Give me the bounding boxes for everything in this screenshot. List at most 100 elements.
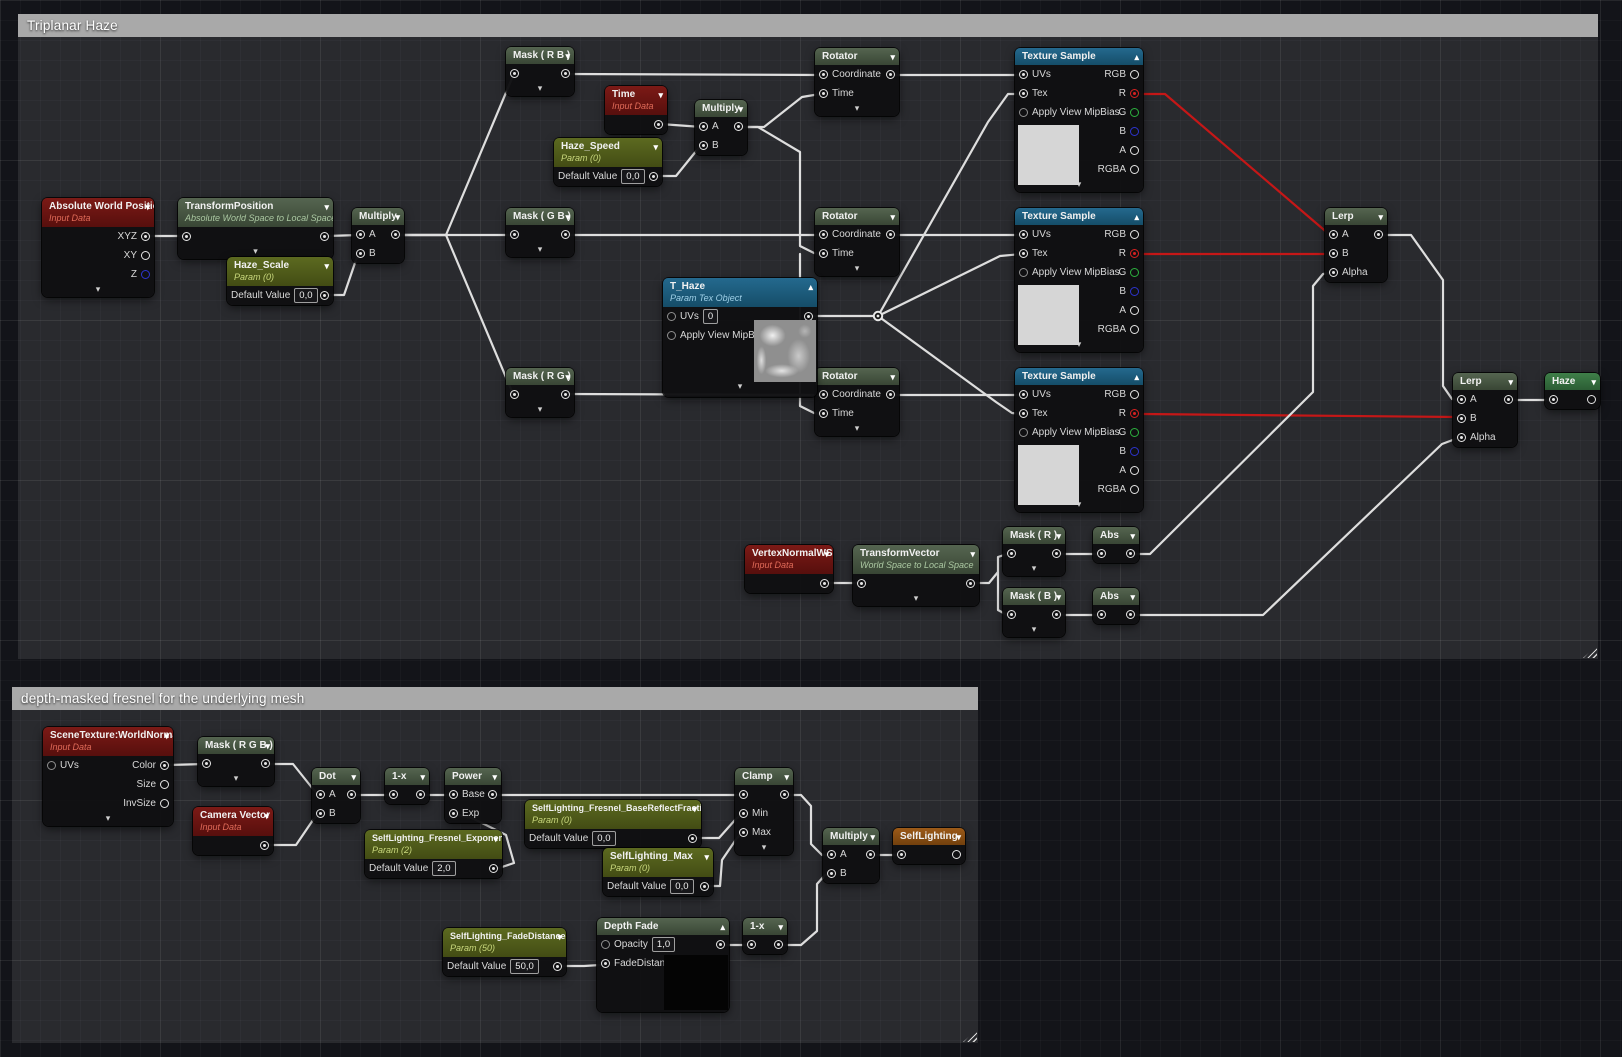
pin[interactable] xyxy=(561,390,570,399)
texture-sample-1-header[interactable]: Texture Sample▴ xyxy=(1015,48,1143,65)
pin[interactable] xyxy=(747,940,756,949)
collapse-caret-icon[interactable]: ▾ xyxy=(956,832,961,842)
mask-rgb-header[interactable]: Mask ( R G B )▾ xyxy=(198,737,274,754)
collapse-caret-icon[interactable]: ▾ xyxy=(890,52,895,62)
mask-r-node[interactable]: Mask ( R )▾▾ xyxy=(1003,527,1065,576)
pin[interactable] xyxy=(260,841,269,850)
haze-output-node[interactable]: Haze▾ xyxy=(1545,373,1600,409)
collapse-caret-icon[interactable]: ▾ xyxy=(738,104,743,114)
wire[interactable] xyxy=(782,872,832,947)
pin[interactable] xyxy=(320,291,329,300)
pin[interactable] xyxy=(1549,395,1558,404)
pin[interactable] xyxy=(1130,325,1139,334)
pin[interactable] xyxy=(141,251,150,260)
collapse-caret-icon[interactable]: ▾ xyxy=(1378,212,1383,222)
collapse-caret-icon[interactable]: ▾ xyxy=(557,932,562,942)
pin[interactable] xyxy=(667,331,676,340)
pin[interactable] xyxy=(261,759,270,768)
rotator-1-header[interactable]: Rotator▾ xyxy=(815,48,899,65)
pin[interactable] xyxy=(1019,428,1028,437)
pin[interactable] xyxy=(1019,390,1028,399)
pin[interactable] xyxy=(510,69,519,78)
pin[interactable] xyxy=(952,850,961,859)
one-minus-x-1-node[interactable]: 1-x▾ xyxy=(385,768,429,804)
collapse-caret-icon[interactable]: ▾ xyxy=(778,922,783,932)
collapse-caret-icon[interactable]: ▾ xyxy=(890,372,895,382)
texture-sample-3-header[interactable]: Texture Sample▴ xyxy=(1015,368,1143,385)
pin[interactable] xyxy=(141,270,150,279)
pin[interactable] xyxy=(857,579,866,588)
pin[interactable] xyxy=(601,940,610,949)
multiply-time-header[interactable]: Multiply▾ xyxy=(695,100,747,117)
pin[interactable] xyxy=(886,70,895,79)
collapse-caret-icon[interactable]: ▾ xyxy=(1056,592,1061,602)
one-minus-x-2-header[interactable]: 1-x▾ xyxy=(743,918,787,935)
value-input[interactable]: 0,0 xyxy=(294,288,318,303)
expand-chevron-icon[interactable]: ▾ xyxy=(233,773,239,783)
pin[interactable] xyxy=(1130,390,1139,399)
collapse-caret-icon[interactable]: ▾ xyxy=(265,741,270,751)
wire[interactable] xyxy=(564,72,824,77)
pin[interactable] xyxy=(316,809,325,818)
selflighting-output-node[interactable]: SelfLighting▾ xyxy=(893,828,965,864)
power-header[interactable]: Power▾ xyxy=(445,768,501,785)
value-input[interactable]: 0,0 xyxy=(592,831,616,846)
pin[interactable] xyxy=(667,312,676,321)
pin[interactable] xyxy=(1019,89,1028,98)
lerp-1-header[interactable]: Lerp▾ xyxy=(1325,208,1387,225)
collapse-caret-icon[interactable]: ▾ xyxy=(324,261,329,271)
pin[interactable] xyxy=(827,869,836,878)
collapse-caret-icon[interactable]: ▾ xyxy=(870,832,875,842)
collapse-caret-icon[interactable]: ▾ xyxy=(324,202,329,212)
collapse-caret-icon[interactable]: ▾ xyxy=(1056,531,1061,541)
expand-chevron-icon[interactable]: ▾ xyxy=(761,842,767,852)
clamp-header[interactable]: Clamp▾ xyxy=(735,768,793,785)
collapse-caret-icon[interactable]: ▾ xyxy=(164,731,169,741)
expand-chevron-icon[interactable]: ▾ xyxy=(854,263,860,273)
mask-rgb-node[interactable]: Mask ( R G B )▾▾ xyxy=(198,737,274,786)
pin[interactable] xyxy=(774,940,783,949)
pin[interactable] xyxy=(182,232,191,241)
value-input[interactable]: 0 xyxy=(702,309,719,324)
collapse-caret-icon[interactable]: ▾ xyxy=(492,772,497,782)
pin[interactable] xyxy=(649,172,658,181)
pin[interactable] xyxy=(160,799,169,808)
pin[interactable] xyxy=(827,850,836,859)
pin[interactable] xyxy=(1019,268,1028,277)
pin[interactable] xyxy=(561,69,570,78)
pin[interactable] xyxy=(1007,610,1016,619)
pin[interactable] xyxy=(886,230,895,239)
mask-rb-node[interactable]: Mask ( R B )▾ ▾ xyxy=(506,47,574,96)
expand-chevron-icon[interactable]: ▾ xyxy=(537,83,543,93)
collapse-caret-icon[interactable]: ▾ xyxy=(145,202,150,212)
pin[interactable] xyxy=(356,230,365,239)
pin[interactable] xyxy=(1130,485,1139,494)
pin[interactable] xyxy=(1130,146,1139,155)
mask-rb-header[interactable]: Mask ( R B )▾ xyxy=(506,47,574,64)
pin[interactable] xyxy=(819,249,828,258)
wire[interactable] xyxy=(1138,92,1332,237)
value-input[interactable]: 0,0 xyxy=(621,169,645,184)
mask-gb-header[interactable]: Mask ( G B )▾ xyxy=(506,208,574,225)
texture-sample-2-header[interactable]: Texture Sample▴ xyxy=(1015,208,1143,225)
pin[interactable] xyxy=(966,579,975,588)
pin[interactable] xyxy=(1052,549,1061,558)
collapse-caret-icon[interactable]: ▾ xyxy=(970,549,975,559)
pin[interactable] xyxy=(1130,230,1139,239)
pin[interactable] xyxy=(1097,549,1106,558)
pin[interactable] xyxy=(316,790,325,799)
pin[interactable] xyxy=(320,232,329,241)
mask-b-node[interactable]: Mask ( B )▾▾ xyxy=(1003,588,1065,637)
